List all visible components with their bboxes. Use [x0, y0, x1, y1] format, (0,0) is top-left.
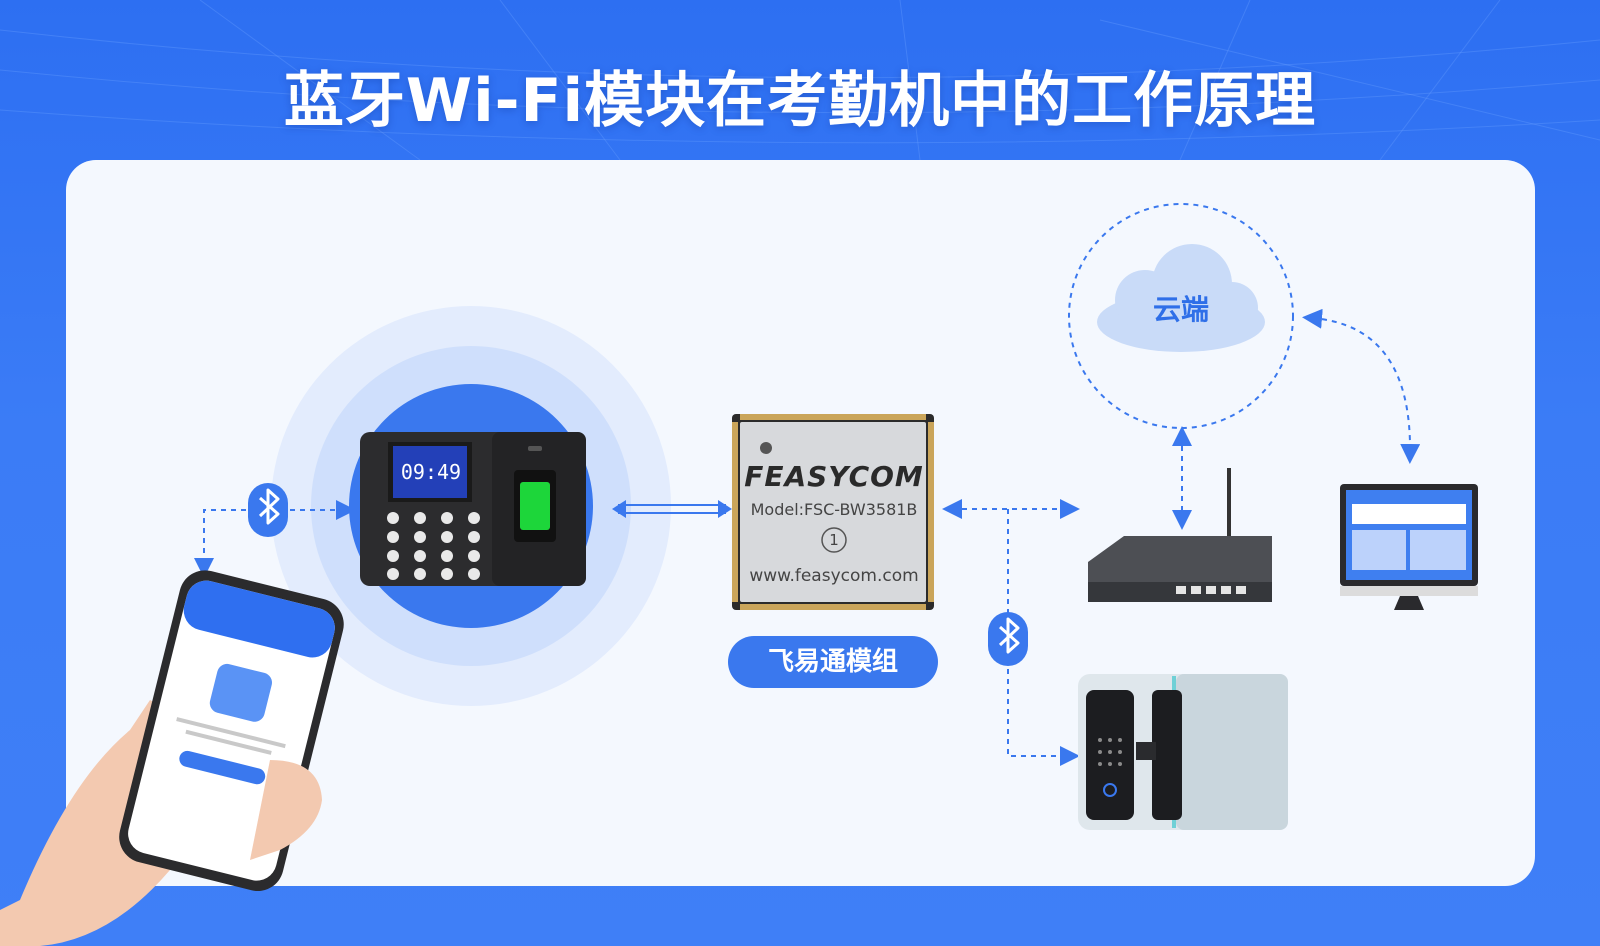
machine-screen-time: 09:49 [400, 460, 462, 484]
cloud-boundary [1068, 203, 1294, 429]
cloud-icon [1097, 244, 1265, 352]
arrow-bt-to-phone [194, 509, 246, 578]
page-title: 蓝牙Wi-Fi模块在考勤机中的工作原理 [283, 66, 1317, 136]
arrow-cloud-monitor [1302, 308, 1421, 464]
link-machine-module [612, 500, 732, 518]
router-icon [1088, 468, 1272, 602]
bluetooth-icon [248, 483, 288, 537]
bluetooth-icon [988, 612, 1028, 666]
chip-brand: FEASYCOM [744, 460, 924, 493]
cloud-label: 云端 [1152, 293, 1209, 326]
wifi-bt-module [732, 414, 934, 610]
chip-pin-mark: 1 [829, 531, 839, 549]
attendance-machine [360, 432, 586, 586]
arrow-module-to-lock [1007, 509, 1080, 766]
monitor-icon [1340, 484, 1478, 610]
chip-model: Model:FSC-BW3581B [750, 500, 918, 519]
chip-url: www.feasycom.com [749, 566, 919, 586]
smartphone-icon [0, 570, 344, 946]
module-label: 飞易通模组 [728, 636, 938, 688]
smart-lock-icon [1078, 674, 1288, 830]
